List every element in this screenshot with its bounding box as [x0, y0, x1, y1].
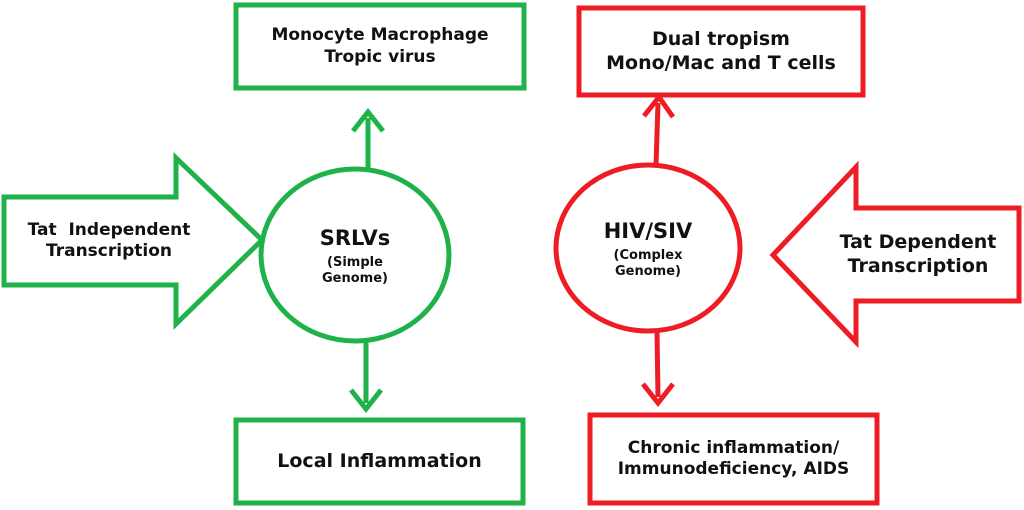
monocyte-macrophage-box	[233, 2, 527, 91]
hiv-down-arrow-head	[641, 382, 675, 408]
chronic-inflammation-label: Chronic inflammation/ Immunodeficiency, …	[590, 415, 877, 503]
tat-dependent-line1: Tat Dependent	[839, 230, 997, 253]
hiv-siv-sub2: Genome)	[615, 264, 681, 280]
srlvs-label: SRLVs (Simple Genome)	[270, 200, 440, 312]
monocyte-macrophage-line1: Monocyte Macrophage	[271, 25, 489, 46]
dual-tropism-line1: Dual tropism	[652, 27, 790, 50]
srlvs-down-arrow-head	[349, 388, 383, 414]
local-inflammation-label: Local Inflammation	[236, 420, 523, 503]
hiv-up-arrow-head	[642, 92, 676, 119]
dual-tropism-label: Dual tropism Mono/Mac and T cells	[579, 8, 863, 95]
hiv-siv-ellipse	[553, 162, 743, 334]
hiv-siv-title: HIV/SIV	[603, 218, 693, 243]
tat-dependent-line2: Transcription	[847, 254, 989, 277]
hiv-siv-sub1: (Complex	[613, 247, 683, 263]
tat-independent-line1: Tat Independent	[27, 219, 191, 240]
monocyte-macrophage-label: Monocyte Macrophage Tropic virus	[236, 5, 524, 88]
chronic-inflammation-box	[587, 412, 880, 506]
dual-tropism-box	[576, 5, 866, 98]
srlvs-ellipse	[258, 166, 452, 344]
srlvs-up-arrow-head	[351, 107, 385, 133]
srlvs-sub1: (Simple	[327, 254, 383, 270]
tat-independent-label: Tat Independent Transcription	[6, 198, 212, 284]
tat-dependent-label: Tat Dependent Transcription	[818, 209, 1018, 300]
local-inflammation-line1: Local Inflammation	[277, 449, 482, 472]
hiv-down-arrow-shaft	[654, 330, 661, 398]
chronic-inflammation-line2: Immunodeficiency, AIDS	[617, 459, 850, 479]
tat-independent-arrow-shape	[1, 152, 266, 330]
srlvs-sub2: Genome)	[322, 271, 388, 287]
hiv-up-arrow-shaft	[653, 102, 661, 167]
dual-tropism-line2: Mono/Mac and T cells	[606, 51, 836, 74]
hiv-siv-label: HIV/SIV (Complex Genome)	[563, 193, 733, 305]
srlvs-title: SRLVs	[319, 225, 391, 250]
tat-dependent-arrow-shape	[769, 160, 1022, 349]
local-inflammation-box	[233, 417, 526, 506]
tat-independent-line2: Transcription	[46, 241, 172, 261]
monocyte-macrophage-line2: Tropic virus	[324, 46, 436, 67]
chronic-inflammation-line1: Chronic inflammation/	[627, 437, 840, 458]
